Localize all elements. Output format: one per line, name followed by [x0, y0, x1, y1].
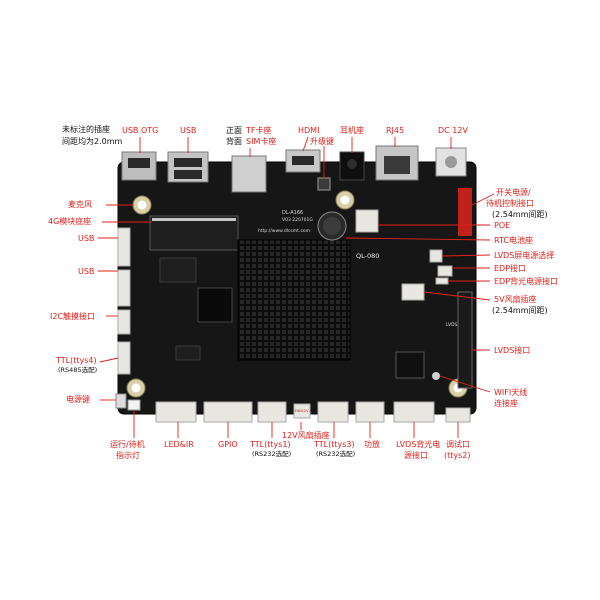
label-tf-card: TF卡座 [246, 126, 272, 135]
label-fan12v: 12V风扇插座 [282, 431, 330, 440]
fan5v-header [401, 283, 425, 301]
spacing-note-line2: 间距均为2.0mm [62, 137, 123, 146]
label-i2c: I2C触摸接口 [50, 312, 96, 321]
label-fan5v-2: (2.54mm间距) [492, 306, 548, 315]
usb-header-left-1 [117, 227, 131, 267]
4g-module-socket [149, 215, 239, 251]
label-wifi-2: 连接座 [494, 399, 518, 408]
label-lvds-backlight-2: 源接口 [404, 451, 428, 460]
edp-backlight-connector [435, 277, 449, 285]
usb-header-left-2 [117, 269, 131, 307]
label-poe: POE [494, 221, 511, 230]
power-key-button [115, 393, 127, 409]
label-upgrade-key: 升级键 [310, 137, 334, 146]
cpu-chip [197, 287, 233, 323]
run-standby-led [127, 399, 141, 411]
amp-header [355, 401, 385, 423]
tf-sim-slot [231, 155, 267, 193]
label-power-key: 电源键 [66, 395, 90, 404]
label-switch-power-1: 开关电源/ [496, 188, 531, 197]
label-front: 正面 [226, 126, 242, 135]
label-ttl4-2: (RS485选配) [58, 366, 98, 374]
label-edp-backlight: EDP背光电源接口 [494, 277, 559, 286]
wifi-chip [395, 351, 425, 379]
label-fan5v-1: 5V风扇插座 [494, 295, 537, 304]
gpio-header [203, 401, 253, 423]
led-ir-header [155, 401, 197, 423]
label-mic: 麦克风 [68, 200, 92, 209]
lvds-connector [457, 291, 473, 389]
label-debug-1: 调试口 [446, 440, 470, 449]
silk-version: V03 220701G [282, 217, 313, 223]
fan12v-header [293, 403, 311, 419]
label-lvds: LVDS接口 [494, 346, 531, 355]
spacing-note-line1: 未标注的插座 [62, 125, 110, 134]
label-gpio: GPIO [218, 440, 238, 449]
leader-lines [98, 136, 495, 438]
label-usb-left-1: USB [78, 234, 95, 243]
silk-model: QL-080 [356, 252, 379, 260]
ttl3-header [317, 401, 349, 423]
label-run-standby-1: 运行/待机 [110, 440, 145, 449]
i2c-header [117, 309, 131, 335]
switch-power-header [458, 188, 472, 236]
silk-board-id: DL-A166 [282, 210, 303, 216]
poe-header [355, 209, 379, 233]
label-led-ir: LED&IR [164, 440, 194, 449]
label-run-standby-2: 指示灯 [116, 451, 140, 460]
label-wifi-1: WIFI天线 [494, 388, 528, 397]
heatsink [237, 239, 351, 361]
label-ttl1-2: (RS232选配) [252, 450, 292, 458]
label-ttl3-2: (RS232选配) [316, 450, 356, 458]
label-lvds-power-select: LVDS屏电源选择 [494, 251, 555, 260]
label-usb-left-2: USB [78, 267, 95, 276]
lvds-backlight-header [393, 401, 435, 423]
label-hdmi: HDMI [298, 126, 320, 135]
label-back: 背面 [226, 137, 242, 146]
label-edp: EDP接口 [494, 264, 527, 273]
wifi-antenna-socket [432, 372, 440, 380]
label-rtc: RTC电池座 [494, 236, 533, 245]
label-debug-2: (ttys2) [444, 451, 471, 460]
lvds-power-select [429, 249, 443, 263]
label-dc12v: DC 12V [438, 126, 468, 135]
label-rj45: RJ45 [386, 126, 405, 135]
debug-header [445, 407, 471, 423]
ttl1-header [257, 401, 287, 423]
label-switch-power-2: 待机控制接口 [486, 199, 534, 208]
label-switch-power-3: (2.54mm间距) [492, 210, 548, 219]
label-amp: 功放 [364, 440, 380, 449]
edp-connector [437, 265, 453, 277]
label-ttl4-1: TTL(ttys4) [56, 356, 97, 365]
label-usb-otg: USB OTG [122, 126, 159, 135]
ttl4-header [117, 341, 131, 375]
label-4g-module: 4G模块底座 [48, 217, 92, 226]
label-lvds-backlight-1: LVDS背光电 [396, 440, 441, 449]
silk-url: http://www.dlcsmt.com [258, 228, 310, 234]
label-usb-top: USB [180, 126, 197, 135]
label-ttl1-1: TTL(ttys1) [250, 440, 291, 449]
silk-lvds: LVDS [446, 322, 458, 328]
label-earphone: 耳机座 [340, 126, 364, 135]
label-sim-card: SIM卡座 [246, 137, 277, 146]
label-ttl3-1: TTL(ttys3) [314, 440, 355, 449]
upgrade-key-button [317, 177, 331, 191]
silk-fan12v: FAN12V [295, 409, 309, 413]
